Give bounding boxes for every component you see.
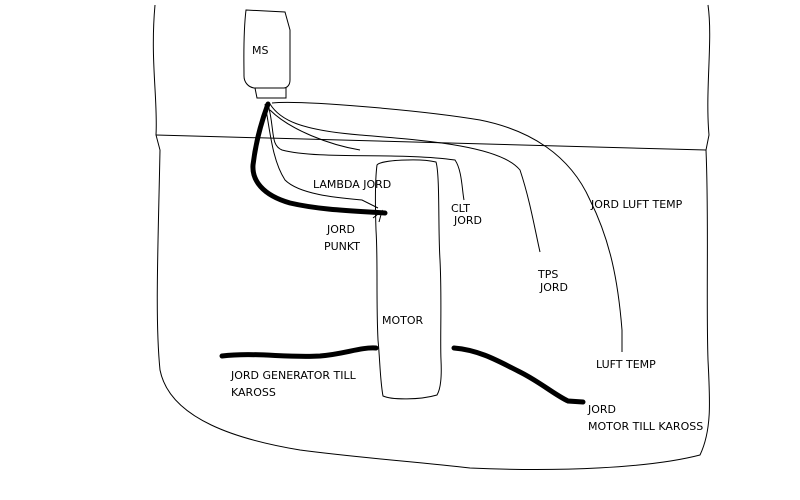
car-body-outline bbox=[152, 4, 711, 470]
label-jord-luft-temp: JORD LUFT TEMP bbox=[591, 198, 683, 211]
ground-wire-ms bbox=[250, 101, 388, 216]
ms-connector bbox=[254, 87, 287, 99]
ground-point-arrow bbox=[372, 209, 383, 223]
label-motor-kaross-line1: JORD bbox=[588, 403, 617, 416]
wire-luft-temp bbox=[271, 101, 623, 352]
motor-block bbox=[374, 159, 442, 400]
label-tps-line2: JORD bbox=[540, 281, 569, 294]
label-clt-line2: JORD bbox=[454, 214, 483, 227]
label-luft-temp: LUFT TEMP bbox=[596, 358, 656, 371]
label-lambda-jord: LAMBDA JORD bbox=[313, 178, 392, 191]
label-jord-punkt-line2: PUNKT bbox=[324, 240, 360, 253]
generator-ground-wire bbox=[219, 345, 379, 359]
label-generator-line1: JORD GENERATOR TILL bbox=[231, 369, 356, 382]
wire-clt bbox=[267, 103, 465, 201]
ms-box bbox=[243, 9, 291, 89]
motor-body-ground-wire bbox=[451, 345, 586, 405]
label-motor: MOTOR bbox=[382, 314, 424, 327]
wire-extra bbox=[269, 109, 361, 151]
wire-lambda bbox=[264, 103, 379, 209]
label-tps-line1: TPS bbox=[538, 268, 559, 281]
label-jord-punkt-line1: JORD bbox=[327, 223, 356, 236]
body-divider-line bbox=[155, 134, 707, 151]
label-ms: MS bbox=[252, 44, 269, 57]
label-motor-kaross-line2: MOTOR TILL KAROSS bbox=[588, 420, 704, 433]
label-generator-line2: KAROSS bbox=[231, 386, 276, 399]
label-clt-line1: CLT bbox=[451, 202, 471, 215]
wire-tps bbox=[269, 103, 541, 253]
